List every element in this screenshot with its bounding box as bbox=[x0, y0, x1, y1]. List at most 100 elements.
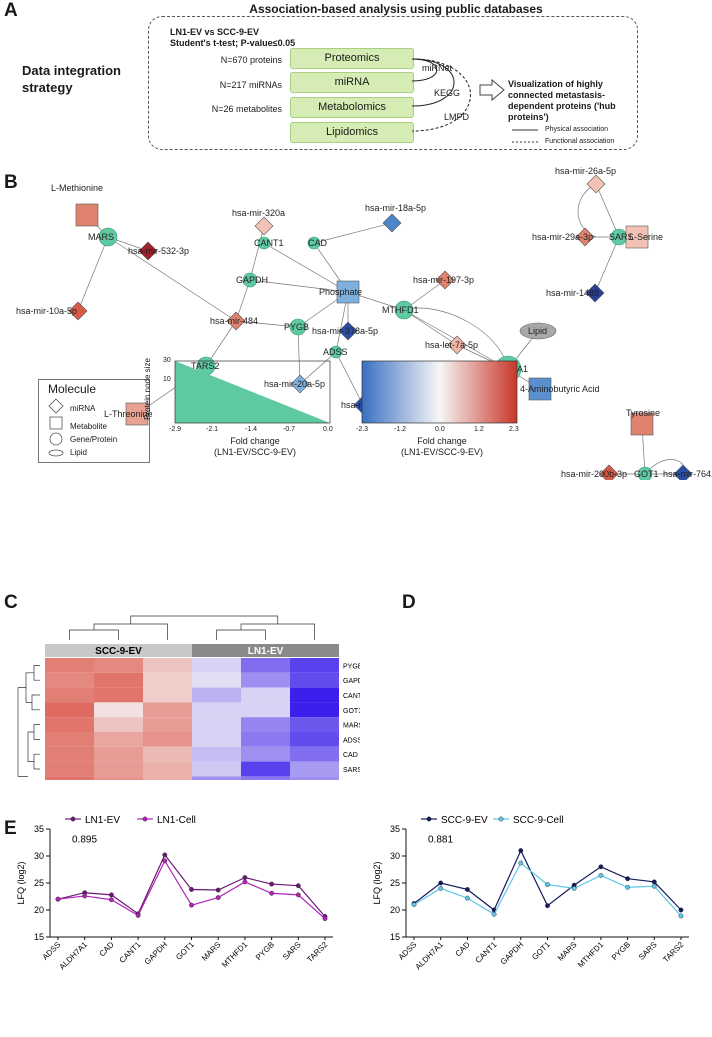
y-axis-label: LFQ (log2) bbox=[372, 861, 382, 904]
heatmap-cell bbox=[94, 732, 143, 747]
y-tick-label: 35 bbox=[390, 824, 400, 834]
color-scale-tick: -1.2 bbox=[394, 426, 407, 433]
node-lipid bbox=[519, 322, 557, 340]
panel-label-c: C bbox=[4, 592, 18, 613]
x-tick-label: ADSS bbox=[397, 940, 419, 962]
heatmap-cell bbox=[290, 732, 339, 747]
x-tick-label: PYGB bbox=[254, 940, 276, 962]
node-hsa-mir-484-label: hsa-mir-484 bbox=[210, 316, 258, 326]
data-point-scc-9-ev bbox=[465, 887, 470, 892]
heatmap-cell bbox=[192, 658, 241, 673]
x-tick-label: MTHFD1 bbox=[576, 940, 606, 970]
data-point-ln1-ev bbox=[269, 881, 274, 887]
row-dendro-branch bbox=[25, 672, 34, 703]
heatmap-row-labels: PYGBGAPDHCANT1GOT1MARSADSSCADSARSALDH7A1… bbox=[343, 663, 360, 774]
node-gapdh bbox=[242, 272, 258, 288]
node-hsa-mir-18a-5p bbox=[382, 213, 402, 233]
node-cant1-label: CANT1 bbox=[254, 238, 284, 248]
heatmap-cell bbox=[290, 702, 339, 718]
node-cad-label: CAD bbox=[308, 238, 328, 248]
panel-label-e: E bbox=[4, 818, 17, 839]
node-4-aminobutyric-acid bbox=[528, 377, 552, 401]
data-point-ln1-cell bbox=[109, 897, 114, 903]
col-dendro-branch bbox=[216, 629, 266, 640]
heatmap-cell bbox=[45, 776, 94, 780]
data-point-scc-9-ev bbox=[678, 907, 684, 913]
panel-label-d: D bbox=[402, 592, 416, 613]
data-integration-label: Data integration strategy bbox=[22, 63, 121, 95]
heatmap-cell bbox=[143, 658, 192, 673]
x-tick-label: TARS2 bbox=[661, 940, 686, 965]
network-nodes bbox=[68, 174, 693, 480]
panel-a-box bbox=[148, 16, 638, 150]
molecule-legend bbox=[38, 379, 150, 463]
node-hsa-mir-26a-5p-label: hsa-mir-26a-5p bbox=[555, 166, 616, 176]
correlation-annotation: 0.881 bbox=[428, 835, 453, 846]
size-scale-tick: -2.9 bbox=[169, 426, 182, 433]
node-phosphate bbox=[336, 280, 360, 304]
node-gapdh-label: GAPDH bbox=[236, 275, 268, 285]
db-label-kegg: KEGG bbox=[434, 88, 461, 98]
data-point-ln1-cell bbox=[322, 916, 328, 922]
group-label-ln1: LN1-EV bbox=[248, 646, 284, 657]
node-hsa-mir-197-3p-label: hsa-mir-197-3p bbox=[413, 275, 474, 285]
node-pygb bbox=[289, 318, 307, 336]
heatmap-cell bbox=[241, 672, 290, 688]
legend-mirna: miRNA bbox=[70, 404, 96, 413]
heatmap-row-label: GOT1 bbox=[343, 708, 360, 715]
heatmap-cell bbox=[241, 776, 290, 780]
network-edge bbox=[235, 320, 299, 328]
size-tick-30: 30 bbox=[163, 357, 171, 364]
size-scale-label-line-2: (LN1-EV/SCC-9-EV) bbox=[213, 447, 296, 457]
x-tick-label: ADSS bbox=[41, 940, 63, 962]
node-hsa-mir-378a-5p-label: hsa-mir-378a-5p bbox=[312, 326, 378, 336]
x-tick-label: SARS bbox=[281, 940, 303, 962]
node-l-serine-label: L-Serine bbox=[629, 232, 663, 242]
heatmap-cell bbox=[192, 717, 241, 732]
x-tick-label: ALDH7A1 bbox=[58, 940, 90, 972]
network-labels: L-MethionineMARShsa-mir-532-3phsa-mir-10… bbox=[16, 166, 712, 479]
node-hsa-mir-378a-5p bbox=[338, 321, 358, 341]
data-point-scc-9-cell bbox=[545, 882, 550, 888]
node-hsa-mir-20a-5p bbox=[290, 374, 310, 394]
x-tick-label: MARS bbox=[200, 940, 223, 963]
omics-box-mirna: miRNA bbox=[290, 72, 414, 93]
heatmap-row-label: CANT1 bbox=[343, 693, 360, 700]
heatmap-cell bbox=[143, 687, 192, 703]
heatmap-cell bbox=[143, 746, 192, 762]
color-scale bbox=[361, 360, 518, 424]
color-scale-tick: 2.3 bbox=[509, 426, 519, 433]
node-hsa-mir-10a-5p-label: hsa-mir-10a-5p bbox=[16, 306, 77, 316]
y-tick-label: 15 bbox=[390, 932, 400, 942]
panel-a-title: Association-based analysis using public … bbox=[249, 2, 543, 16]
x-tick-label: GOT1 bbox=[530, 940, 552, 962]
legend-marker-ln1-ev bbox=[70, 816, 76, 822]
association-legend-lines bbox=[512, 129, 538, 143]
x-tick-label: CANT1 bbox=[474, 940, 499, 965]
data-point-scc-9-cell bbox=[678, 913, 684, 919]
molecule-legend-shapes bbox=[48, 398, 64, 457]
node-hsa-mir-29a-3p bbox=[575, 227, 595, 247]
network-edge bbox=[263, 242, 349, 293]
heatmap-cell bbox=[192, 761, 241, 777]
node-hsa-mir-320a-label: hsa-mir-320a bbox=[232, 208, 285, 218]
data-point-ln1-ev bbox=[109, 892, 114, 898]
node-hsa-mir-7641 bbox=[673, 464, 693, 480]
heatmap-row-label: ADSS bbox=[343, 737, 360, 744]
y-tick-label: 25 bbox=[390, 878, 400, 888]
data-point-scc-9-cell bbox=[438, 886, 444, 891]
node-l-threonine bbox=[125, 402, 149, 426]
heatmap-cell bbox=[45, 732, 94, 747]
omics-box-metabolomics: Metabolomics bbox=[290, 97, 414, 118]
node-tars2-label: TARS2 bbox=[191, 361, 219, 371]
data-point-scc-9-cell bbox=[571, 886, 577, 891]
y-tick-label: 20 bbox=[390, 905, 400, 915]
x-tick-label: MTHFD1 bbox=[220, 940, 250, 970]
node-tyrosine-label: Tyrosine bbox=[626, 408, 660, 418]
color-scale-label-line-1: Fold change bbox=[417, 436, 467, 446]
heatmap-cell bbox=[290, 717, 339, 732]
heatmap-cell bbox=[143, 672, 192, 688]
